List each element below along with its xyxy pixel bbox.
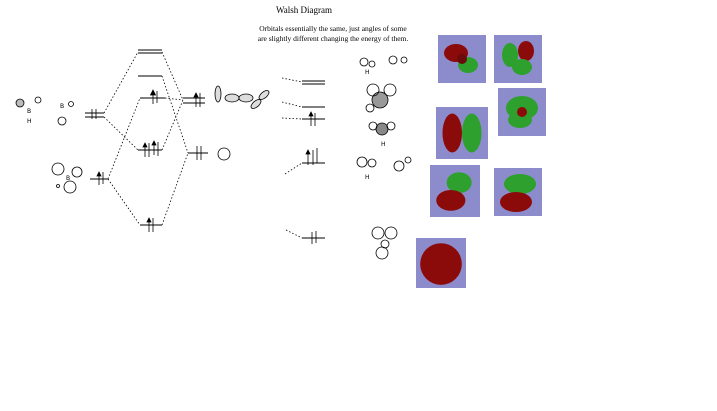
- hydrogen-label-1: H: [27, 118, 32, 125]
- orbital-render-7: [416, 238, 466, 288]
- diagram-caption: Orbitals essentially the same, just angl…: [238, 24, 428, 44]
- hydrogen-label-4: H: [365, 174, 370, 181]
- molecule-sketches: [356, 55, 412, 260]
- orbital-render-6: [494, 168, 542, 216]
- orbital-render-1: [438, 35, 486, 83]
- orbital-render-5: [430, 165, 480, 217]
- boron-label-2: B: [60, 103, 64, 110]
- orbital-render-4: [436, 107, 488, 159]
- boron-label-1: B: [27, 108, 31, 115]
- fragment-sketches: [15, 96, 231, 194]
- hydrogen-label-2: H: [365, 69, 370, 76]
- correlation-lines: [103, 51, 303, 239]
- caption-line-2: are slightly different changing the ener…: [257, 34, 409, 43]
- boron-label-3: B: [66, 175, 70, 182]
- hydrogen-label-3: H: [381, 141, 386, 148]
- caption-line-1: Orbitals essentially the same, just angl…: [259, 24, 407, 33]
- diagram-title: Walsh Diagram: [276, 5, 333, 15]
- electron-arrows: [91, 89, 318, 244]
- p-orbital-sketches: [214, 85, 270, 109]
- orbital-render-3: [498, 88, 546, 136]
- orbital-render-2: [494, 35, 542, 83]
